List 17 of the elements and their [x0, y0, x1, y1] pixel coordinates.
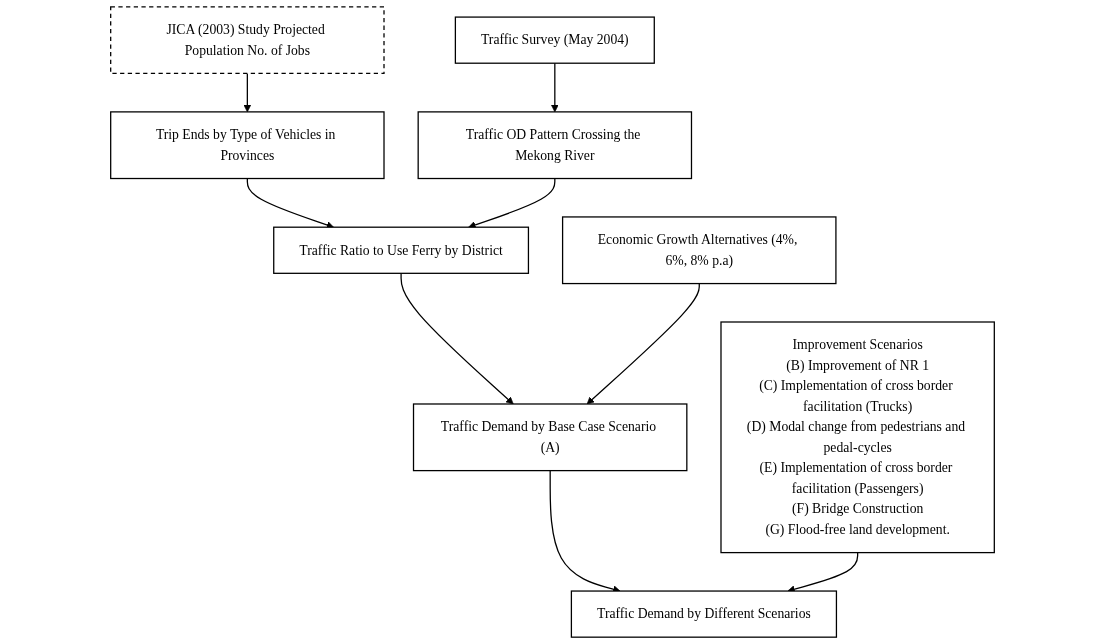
node-box: Economic Growth Alternatives (4%, 6%, 8% p.a)	[561, 216, 837, 285]
arrow	[787, 551, 859, 593]
arrow	[551, 62, 559, 113]
node-box: Trip Ends by Type of Vehicles in Provinces	[110, 111, 385, 180]
arrow	[246, 177, 334, 229]
node-box: Traffic Demand by Different Scenarios	[570, 590, 838, 638]
arrow	[468, 177, 556, 229]
arrow	[400, 272, 514, 405]
node-box: Traffic OD Pattern Crossing the Mekong River	[417, 111, 693, 180]
node-box: Traffic Demand by Base Case Scenario (A)	[412, 403, 688, 472]
node-box: Traffic Ratio to Use Ferry by District	[273, 226, 530, 274]
arrow	[549, 470, 621, 593]
arrow	[586, 282, 700, 405]
node-box: Improvement Scenarios (B) Improvement of NR 1 (C) Implementation of cross border facilitation (Trucks) (D) Modal change from pedestrians and pedal-cycles (E) Implementation of cross border facilitation (Passengers) (F) Bridge Construction (G) Flood-free land development.	[720, 321, 995, 554]
node-box: Traffic Survey (May 2004)	[454, 16, 655, 64]
node-box: JICA (2003) Study Projected Population No. of Jobs	[110, 6, 385, 75]
arrow	[243, 72, 252, 113]
